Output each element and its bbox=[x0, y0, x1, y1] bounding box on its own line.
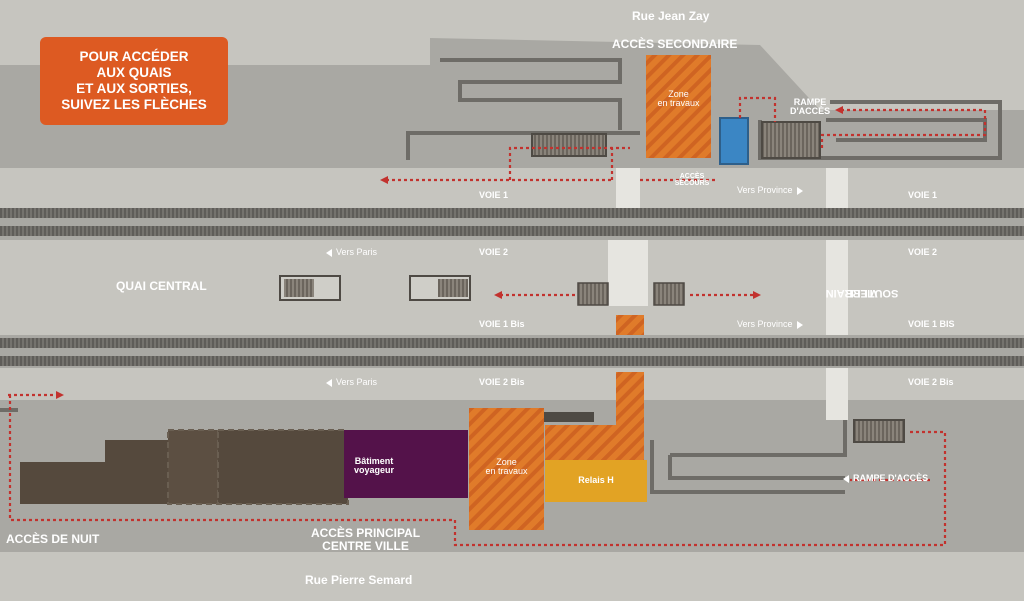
voie-2-label-east: VOIE 2 bbox=[908, 247, 938, 257]
stairs-ramp-bottom bbox=[853, 419, 905, 443]
voie-2-label-west: VOIE 2 bbox=[479, 247, 509, 257]
stairs-central-1-steps bbox=[284, 279, 314, 297]
night-access-label: ACCÈS DE NUIT bbox=[6, 532, 100, 546]
arrow-left-icon bbox=[843, 474, 849, 483]
voie-2bis-label-west: VOIE 2 Bis bbox=[479, 377, 525, 387]
ramp-top-line: RAMPE bbox=[793, 97, 827, 107]
stairs-south-bar bbox=[544, 412, 594, 422]
voie-1bis-label-west: VOIE 1 Bis bbox=[479, 319, 525, 329]
works-zone-south-label: Zone en travaux bbox=[469, 457, 544, 477]
ticket-machine-icon bbox=[719, 117, 749, 165]
ramp-top-line: D'ACCÈS bbox=[790, 106, 831, 117]
building-block bbox=[217, 429, 349, 505]
stairs-central-2-steps bbox=[438, 279, 468, 297]
path-arrowhead bbox=[494, 291, 502, 299]
small-access-label: ACCÈS SECOURS bbox=[672, 173, 712, 188]
souterrain-ville-central bbox=[826, 240, 848, 335]
direction-province-lower: Vers Province bbox=[737, 319, 803, 329]
small-access-line: ACCÈS bbox=[679, 173, 705, 180]
underpass-corridor-north bbox=[616, 168, 640, 208]
voie-1-label-west: VOIE 1 bbox=[479, 190, 509, 200]
stairs bbox=[279, 121, 905, 443]
platform-voie-2-bis bbox=[0, 368, 1024, 400]
track-rail bbox=[0, 226, 1024, 236]
instructions-banner: POUR ACCÉDER AUX QUAIS ET AUX SORTIES, S… bbox=[40, 37, 228, 125]
works-line: en travaux bbox=[485, 466, 528, 477]
path-arrowhead bbox=[56, 391, 64, 399]
direction-text: Vers Paris bbox=[336, 377, 378, 387]
building-block bbox=[167, 429, 219, 505]
underpass-orange-south bbox=[545, 372, 644, 460]
direction-province-upper: Vers Province bbox=[737, 185, 803, 195]
souterrain-line: VILLE bbox=[846, 287, 878, 299]
platform-voie-1 bbox=[0, 168, 1024, 208]
path-arrowhead bbox=[753, 291, 761, 299]
works-line: Zone bbox=[496, 457, 517, 467]
track-rail bbox=[0, 208, 1024, 218]
stairs-underpass-west bbox=[577, 282, 609, 306]
track-rail bbox=[0, 338, 1024, 348]
underpass-orange-central bbox=[616, 315, 644, 335]
banner-line: ET AUX SORTIES, bbox=[76, 81, 192, 96]
direction-text: Vers Province bbox=[737, 319, 793, 329]
tracks bbox=[0, 208, 1024, 366]
arrow-left-icon bbox=[326, 378, 332, 387]
relais-h-shop bbox=[545, 460, 647, 502]
secondary-access-label: ACCÈS SECONDAIRE bbox=[612, 37, 738, 51]
path-arrowhead bbox=[835, 106, 843, 114]
south-street-zone bbox=[0, 552, 1024, 601]
works-line: en travaux bbox=[657, 98, 700, 109]
batiment-line: voyageur bbox=[353, 465, 395, 476]
voie-1-label-east: VOIE 1 bbox=[908, 190, 938, 200]
arrow-left-icon bbox=[326, 248, 332, 257]
ramp-top-label: RAMPE D'ACCÈS bbox=[790, 97, 831, 117]
direction-paris-upper: Vers Paris bbox=[326, 247, 378, 257]
direction-text: Vers Province bbox=[737, 185, 793, 195]
batiment-line: Bâtiment bbox=[354, 456, 394, 466]
underpass-stair-well bbox=[608, 240, 648, 306]
stairs-ramp-top bbox=[761, 121, 821, 159]
path-arrowheads bbox=[56, 106, 843, 399]
stairs-north bbox=[531, 133, 607, 157]
stairs-underpass-east bbox=[653, 282, 685, 306]
track-rail bbox=[0, 356, 1024, 366]
arrow-right-icon bbox=[796, 320, 803, 329]
banner-line: POUR ACCÉDER bbox=[79, 49, 189, 64]
building-block bbox=[20, 462, 110, 504]
arrow-right-icon bbox=[796, 186, 803, 195]
works-zone-north-label: Zone en travaux bbox=[646, 89, 711, 109]
works-line: Zone bbox=[668, 89, 689, 99]
batiment-voyageur-label: Bâtiment voyageur bbox=[344, 456, 404, 476]
station-buildings bbox=[20, 429, 468, 505]
souterrain-ville-south bbox=[826, 368, 848, 420]
north-street-zone bbox=[0, 0, 1024, 110]
batiment-voyageur-building bbox=[344, 430, 468, 498]
works-zone-north bbox=[646, 55, 711, 158]
direction-text: Vers Paris bbox=[336, 247, 378, 257]
voie-2bis-label-east: VOIE 2 Bis bbox=[908, 377, 954, 387]
small-access-line: SECOURS bbox=[674, 180, 710, 188]
south-ramp-walls bbox=[0, 408, 847, 494]
street-south-label: Rue Pierre Semard bbox=[305, 573, 413, 587]
ramp-bottom-label: RAMPE D'ACCÈS bbox=[843, 473, 929, 483]
banner-line: AUX QUAIS bbox=[96, 65, 172, 80]
quai-central-platform bbox=[0, 240, 1024, 335]
main-access-line: CENTRE VILLE bbox=[322, 538, 409, 553]
path-arrowhead bbox=[380, 176, 388, 184]
main-access-line: ACCÈS PRINCIPAL bbox=[310, 526, 421, 540]
direction-paris-lower: Vers Paris bbox=[326, 377, 378, 387]
quai-central-label: QUAI CENTRAL bbox=[116, 279, 207, 293]
street-north-label: Rue Jean Zay bbox=[632, 9, 710, 23]
voie-1bis-label-east: VOIE 1 BIS bbox=[908, 319, 955, 329]
main-access-label: ACCÈS PRINCIPAL CENTRE VILLE bbox=[308, 527, 423, 552]
relais-h-label: Relais H bbox=[578, 475, 614, 485]
ramp-bottom-text: RAMPE D'ACCÈS bbox=[853, 473, 929, 483]
pedestrian-paths bbox=[8, 96, 987, 547]
banner-line: SUIVEZ LES FLÈCHES bbox=[61, 97, 207, 112]
works-zone-south bbox=[469, 408, 544, 530]
souterrain-ville-north bbox=[826, 168, 848, 208]
building-block bbox=[105, 440, 175, 504]
